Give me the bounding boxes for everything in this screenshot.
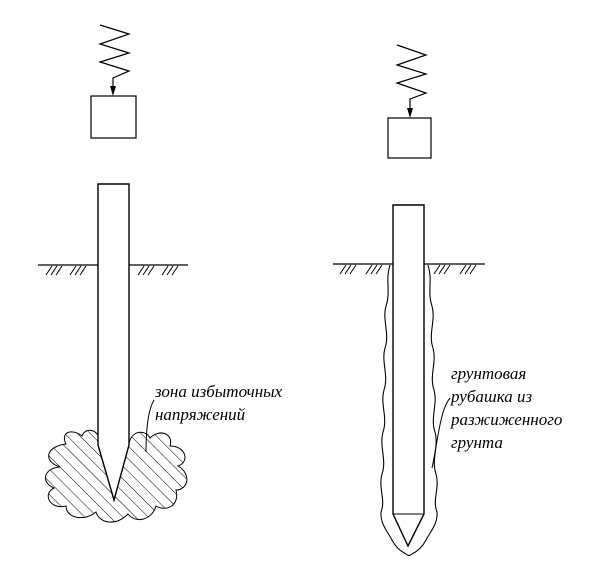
right-soil-jacket-right-edge bbox=[411, 264, 438, 555]
right-spring-arrowhead-icon bbox=[407, 108, 413, 118]
liquefied-soil-jacket-label-line: разжиженного bbox=[451, 410, 563, 429]
right-vibrator-spring-icon bbox=[395, 44, 429, 113]
liquefied-soil-jacket-label-line: грунтовая bbox=[451, 364, 527, 383]
left-stress-zone bbox=[45, 429, 188, 523]
left-spring-arrowhead-icon bbox=[110, 86, 116, 96]
excess-stress-zone-label-line: напряжений bbox=[155, 405, 246, 424]
right-soil-jacket-left-edge bbox=[380, 264, 407, 555]
left-label-leader bbox=[145, 399, 155, 453]
left-ground-hatching bbox=[45, 265, 179, 276]
left-pile bbox=[97, 183, 130, 503]
liquefied-soil-jacket-label: грунтовая рубашка из разжиженного грунта bbox=[451, 362, 562, 454]
right-hammer-block bbox=[387, 117, 432, 159]
left-hammer-block bbox=[90, 95, 137, 139]
liquefied-soil-jacket-label-line: грунта bbox=[451, 433, 503, 452]
right-label-leader bbox=[431, 397, 451, 469]
right-figure bbox=[333, 44, 485, 557]
excess-stress-zone-label: зона избыточных напряжений bbox=[155, 380, 282, 426]
right-soil-jacket-bottom bbox=[405, 553, 413, 557]
left-vibrator-spring-icon bbox=[97, 24, 132, 92]
excess-stress-zone-label-line: зона избыточных bbox=[155, 382, 283, 401]
liquefied-soil-jacket-label-line: рубашка из bbox=[451, 387, 533, 406]
right-pile bbox=[392, 204, 425, 548]
left-figure bbox=[38, 24, 188, 523]
right-ground-hatching bbox=[339, 264, 477, 275]
